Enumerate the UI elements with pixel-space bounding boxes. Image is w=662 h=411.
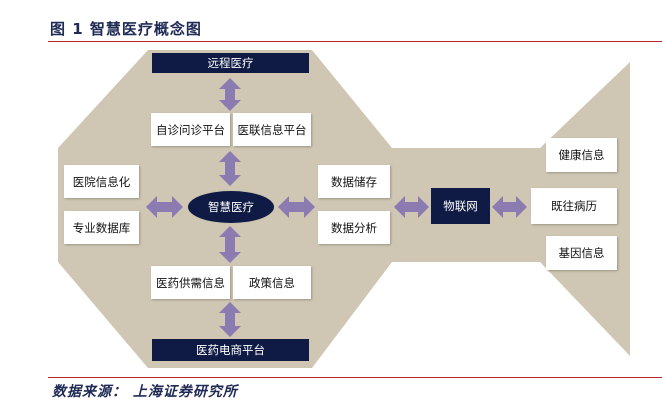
iot-box: 物联网 — [431, 188, 490, 224]
arrow-platforms-to-center — [219, 151, 241, 186]
top-rule — [48, 41, 662, 42]
hospital-info-box: 医院信息化 — [64, 165, 139, 198]
source-note: 数据来源： 上海证券研究所 — [52, 384, 238, 400]
professional-db-box: 专业数据库 — [64, 211, 139, 244]
arrow-center-to-data — [278, 196, 315, 218]
data-analysis-box: 数据分析 — [318, 211, 390, 244]
arrow-data-to-iot — [394, 196, 429, 218]
data-storage-box: 数据储存 — [318, 165, 390, 198]
arrow-info-to-ecommerce — [219, 302, 241, 337]
bottom-rule — [48, 377, 662, 378]
arrow-remote-to-platforms — [219, 78, 241, 111]
policy-info-box: 政策信息 — [233, 266, 311, 299]
figure-title: 图 1 智慧医疗概念图 — [50, 20, 202, 38]
arrow-iot-to-history — [492, 196, 527, 218]
gene-info-box: 基因信息 — [546, 236, 617, 270]
medical-info-platform-box: 医联信息平台 — [233, 113, 311, 146]
self-consult-box: 自诊问诊平台 — [151, 113, 230, 146]
arrow-center-to-info — [219, 226, 241, 263]
arrows — [146, 78, 527, 337]
pharma-ecommerce-box: 医药电商平台 — [152, 339, 309, 361]
health-info-box: 健康信息 — [546, 138, 617, 172]
arrow-hospital-to-center — [146, 196, 183, 218]
smart-medical-center: 智慧医疗 — [187, 190, 275, 224]
drug-supply-box: 医药供需信息 — [151, 266, 230, 299]
remote-medical-box: 远程医疗 — [152, 53, 309, 73]
medical-history-box: 既往病历 — [531, 188, 617, 224]
